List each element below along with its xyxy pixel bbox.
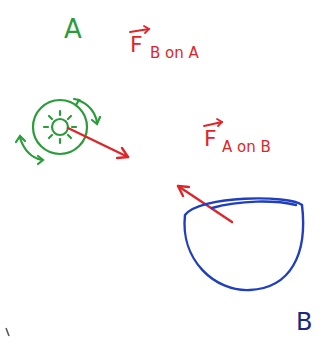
force-arrow	[68, 128, 128, 158]
force-symbol: F	[204, 128, 217, 150]
force-subscript: A on B	[222, 140, 271, 155]
object-label: B	[296, 310, 312, 334]
object-b	[185, 198, 304, 290]
stray-mark	[6, 328, 9, 336]
force-subscript: B on A	[150, 46, 199, 61]
force-symbol: F	[130, 34, 143, 56]
object-a	[16, 99, 100, 164]
vector-arrow	[130, 26, 222, 126]
object-label: A	[64, 16, 82, 42]
